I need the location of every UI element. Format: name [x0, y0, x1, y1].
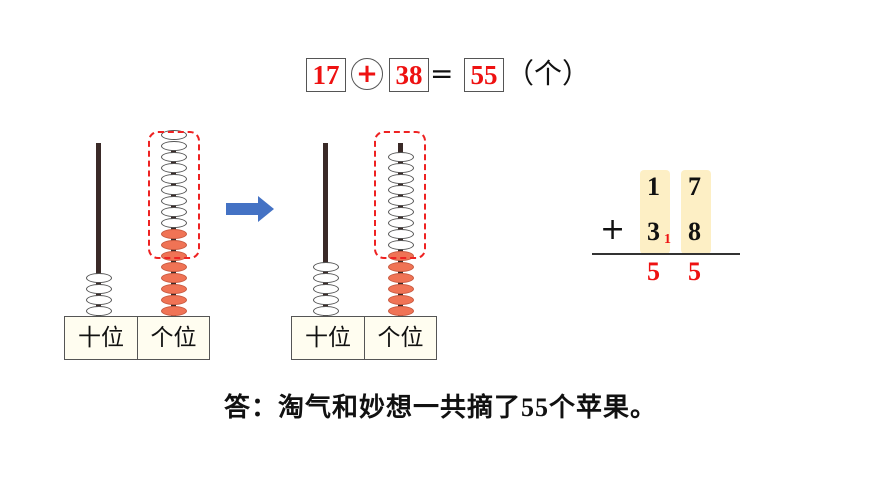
- tens-rod: [96, 143, 101, 319]
- ones-bead-orange: [388, 306, 414, 316]
- tens-bead: [86, 284, 112, 294]
- result-box: 55: [464, 58, 504, 92]
- ones-bead-orange: [161, 262, 187, 272]
- row2-ones-digit: 8: [688, 217, 701, 246]
- ones-bead-white: [161, 174, 187, 184]
- tens-bead: [86, 295, 112, 305]
- ones-bead-orange: [161, 240, 187, 250]
- tens-bead: [313, 273, 339, 283]
- ones-bead-white: [388, 240, 414, 250]
- ones-bead-orange: [161, 273, 187, 283]
- ones-bead-orange: [161, 295, 187, 305]
- tens-bead: [86, 273, 112, 283]
- ones-bead-white: [388, 218, 414, 228]
- equals-sign: =: [430, 57, 454, 90]
- result-ones-digit: 5: [688, 257, 701, 286]
- ones-bead-orange: [388, 262, 414, 272]
- ones-bead-orange: [388, 273, 414, 283]
- carry-digit: 1: [664, 232, 671, 247]
- ones-bead-orange: [388, 295, 414, 305]
- plus-operator: +: [351, 58, 383, 90]
- ones-bead-white: [161, 218, 187, 228]
- place-value-labels: 十位 个位: [291, 316, 437, 360]
- tens-rod: [323, 143, 328, 319]
- tens-bead: [313, 284, 339, 294]
- ones-bead-white: [161, 163, 187, 173]
- group-ten-highlight: [374, 131, 426, 259]
- ones-bead-orange: [388, 251, 414, 261]
- ones-bead-white: [388, 174, 414, 184]
- ones-bead-white: [388, 196, 414, 206]
- row1-ones-digit: 7: [688, 172, 701, 201]
- ones-column-highlight: [681, 170, 711, 254]
- ones-bead-white: [388, 207, 414, 217]
- answer-prefix: 答：淘气和妙想一共摘了: [224, 393, 522, 423]
- tens-bead: [313, 262, 339, 272]
- row1-tens-digit: 1: [647, 172, 660, 201]
- addend2-box: 38: [389, 58, 429, 92]
- ones-bead-white: [161, 207, 187, 217]
- row2-tens-digit: 3: [647, 217, 660, 246]
- ones-label: 个位: [137, 317, 209, 359]
- result-tens-digit: 5: [647, 257, 660, 286]
- ones-bead-white: [161, 152, 187, 162]
- ones-bead-white: [388, 185, 414, 195]
- ones-bead-white: [161, 130, 187, 140]
- sum-line: [592, 253, 740, 255]
- ones-bead-white: [388, 152, 414, 162]
- ones-bead-orange: [161, 251, 187, 261]
- place-value-labels: 十位 个位: [64, 316, 210, 360]
- unit-label: （个）: [506, 57, 591, 90]
- ones-label: 个位: [364, 317, 436, 359]
- group-ten-highlight: [148, 131, 200, 259]
- right-arrow-icon: [226, 196, 274, 222]
- answer-suffix: 个苹果。: [549, 393, 658, 423]
- addend1-box: 17: [306, 58, 346, 92]
- ones-bead-orange: [161, 229, 187, 239]
- tens-bead: [86, 306, 112, 316]
- ones-bead-white: [161, 185, 187, 195]
- ones-bead-orange: [388, 284, 414, 294]
- tens-bead: [313, 306, 339, 316]
- ones-bead-white: [388, 163, 414, 173]
- answer-number: 55: [521, 393, 550, 422]
- ones-bead-white: [161, 196, 187, 206]
- tens-bead: [313, 295, 339, 305]
- tens-column-highlight: [640, 170, 670, 254]
- ones-bead-white: [161, 141, 187, 151]
- plus-sign: +: [600, 212, 626, 247]
- tens-label: 十位: [78, 325, 124, 351]
- ones-bead-orange: [161, 306, 187, 316]
- ones-bead-white: [388, 229, 414, 239]
- tens-label: 十位: [305, 325, 351, 351]
- ones-bead-orange: [161, 284, 187, 294]
- answer-sentence: 答：淘气和妙想一共摘了55个苹果。: [224, 387, 657, 424]
